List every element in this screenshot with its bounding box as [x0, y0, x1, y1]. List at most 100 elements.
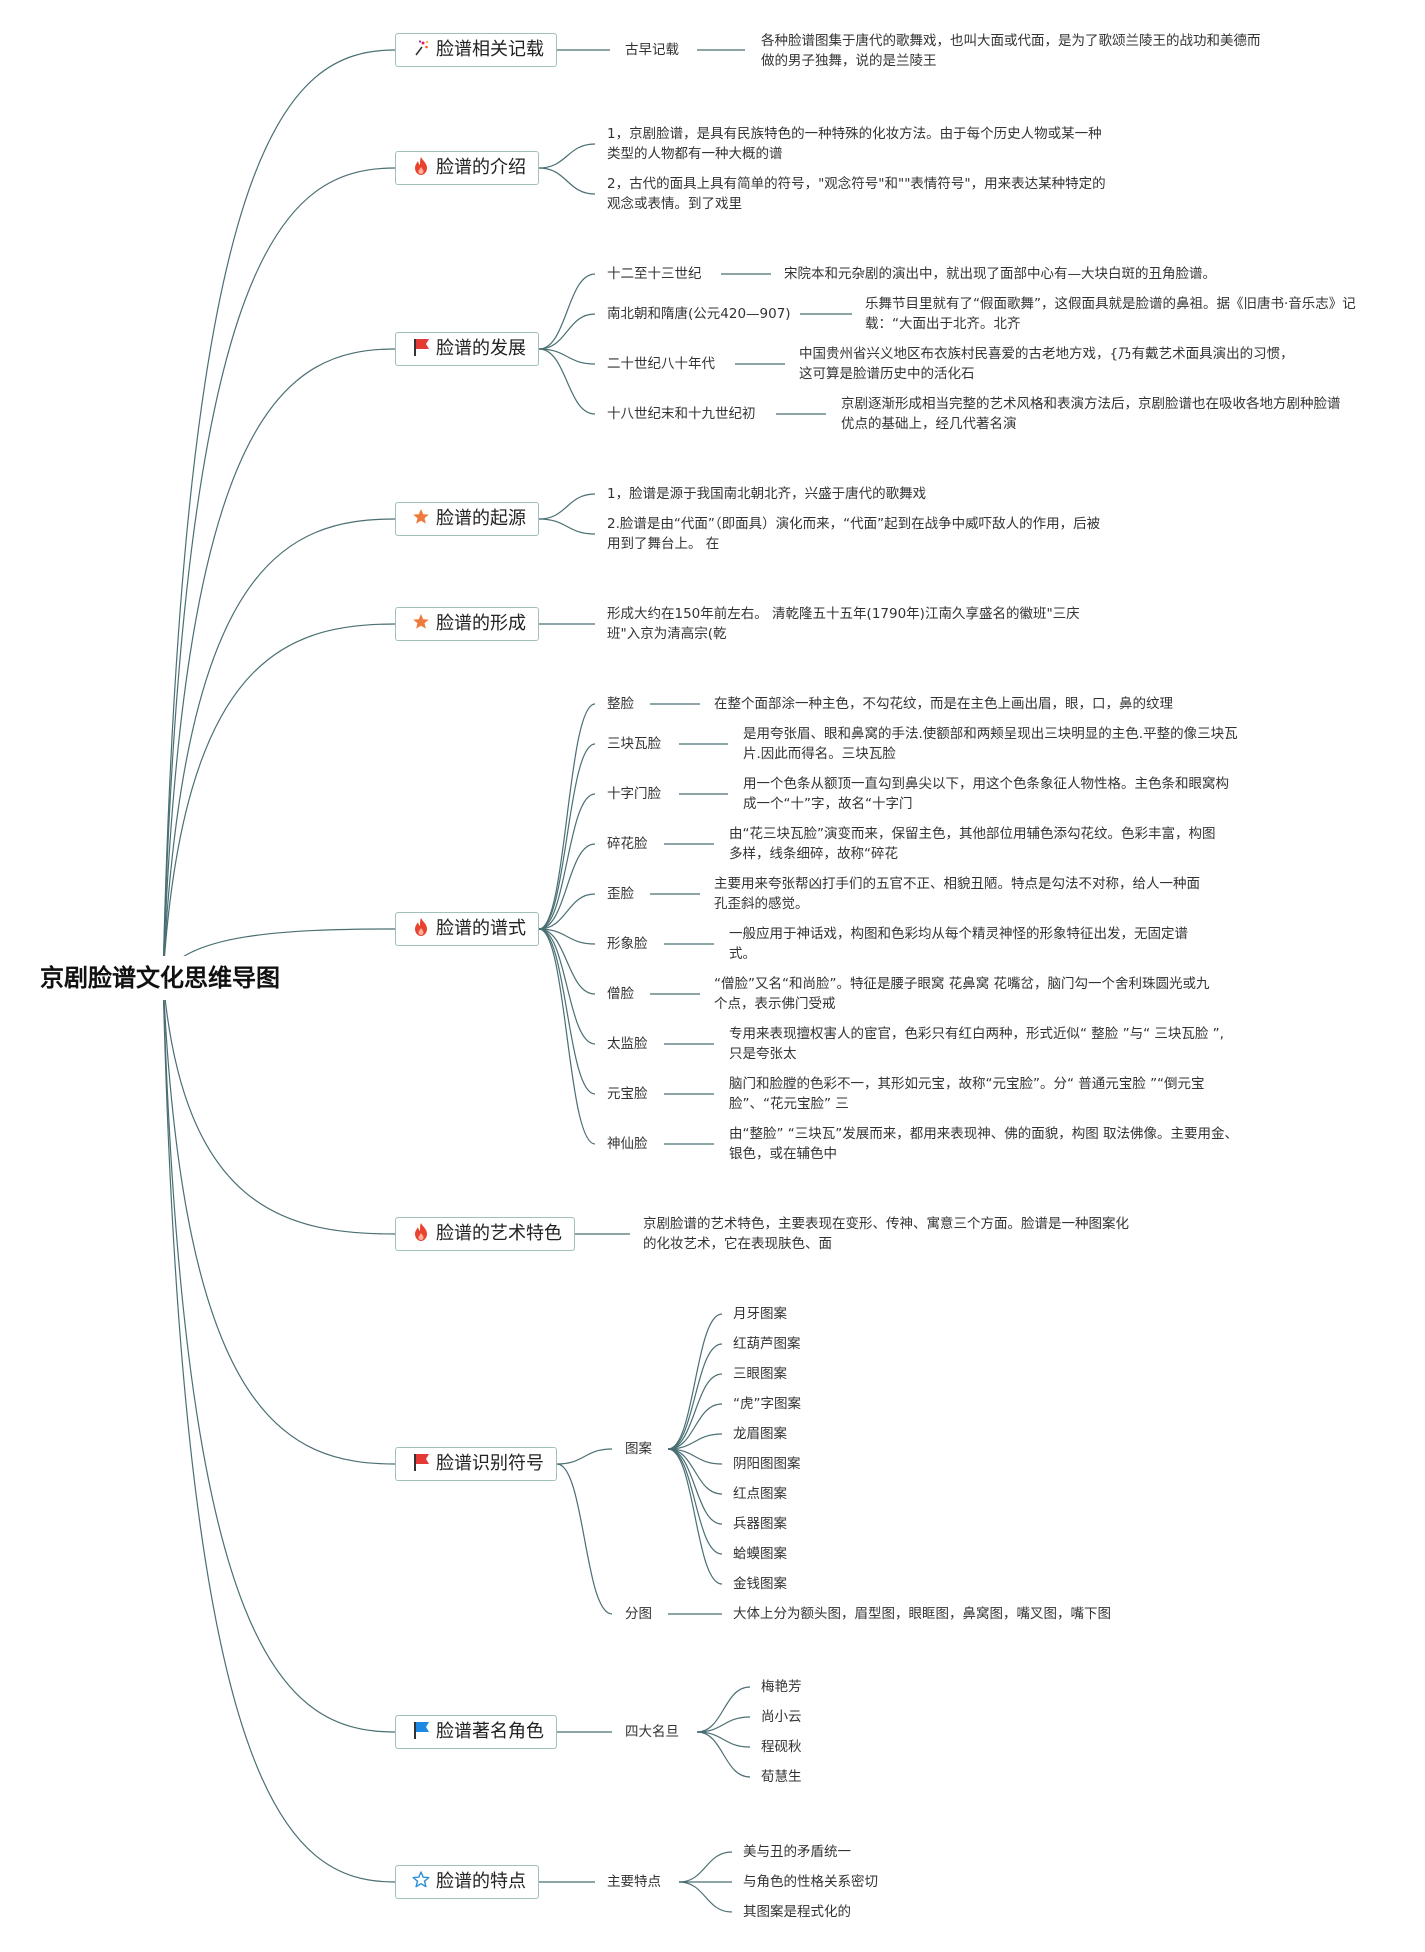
- pattern-item[interactable]: 红点图案: [733, 1486, 787, 1502]
- style-text-9[interactable]: 脑门和脸膛的色彩不一，其形如元宝，故称“元宝脸”。分“ 普通元宝脸 ”“倒元宝脸…: [729, 1076, 1205, 1112]
- pattern-connector: [667, 1448, 723, 1525]
- pattern-connector: [667, 1313, 723, 1450]
- feature-connector: [678, 1881, 733, 1913]
- root-connector: [162, 167, 396, 979]
- topic-label: 脸谱的谱式: [436, 918, 526, 939]
- role-item[interactable]: 荀慧生: [761, 1769, 802, 1785]
- symbols-connector: [556, 1448, 613, 1465]
- topic-formation[interactable]: 脸谱的形成: [395, 607, 539, 641]
- style-label-4[interactable]: 碎花脸: [607, 836, 648, 852]
- style-text-5[interactable]: 主要用来夸张帮凶打手们的五官不正、相貌丑陋。特点是勾法不对称，给人一种面孔歪斜的…: [714, 876, 1200, 912]
- root-connector: [162, 977, 396, 1465]
- style-text-7[interactable]: “僧脸”又名“和尚脸”。特征是腰子眼窝 花鼻窝 花嘴岔，脑门勾一个舍利珠圆光或九…: [714, 976, 1210, 1012]
- symbols-connector: [556, 1463, 613, 1615]
- development-label-2[interactable]: 南北朝和隋唐(公元420—907): [607, 306, 791, 322]
- origin-item-2[interactable]: 2.脸谱是由“代面”（即面具）演化而来，“代面”起到在战争中威吓敌人的作用，后被…: [607, 516, 1101, 552]
- styles-connector: [538, 843, 596, 930]
- development-label-1[interactable]: 十二至十三世纪: [607, 266, 702, 282]
- orange-star-icon: [412, 612, 430, 632]
- pattern-item[interactable]: 兵器图案: [733, 1516, 787, 1532]
- development-label-4[interactable]: 十八世纪末和十九世纪初: [607, 406, 756, 422]
- style-text-10[interactable]: 由“整脸” “三块瓦”发展而来，都用来表现神、佛的面貌，构图 取法佛像。主要用金…: [729, 1126, 1239, 1162]
- style-text-2[interactable]: 是用夸张眉、眼和鼻窝的手法.使额部和两颊呈现出三块明显的主色.平整的像三块瓦片.…: [743, 726, 1238, 762]
- roles-label[interactable]: 四大名旦: [625, 1724, 679, 1740]
- feature-item[interactable]: 与角色的性格关系密切: [743, 1874, 878, 1890]
- style-label-1[interactable]: 整脸: [607, 696, 634, 712]
- topic-features[interactable]: 脸谱的特点: [395, 1865, 539, 1899]
- role-item[interactable]: 尚小云: [761, 1709, 802, 1725]
- development-text-2[interactable]: 乐舞节目里就有了“假面歌舞”，这假面具就是脸谱的鼻祖。据《旧唐书·音乐志》记载：…: [865, 296, 1356, 332]
- topic-label: 脸谱的艺术特色: [436, 1223, 562, 1244]
- fire-icon: [412, 917, 430, 937]
- root-connector: [162, 49, 396, 979]
- style-label-8[interactable]: 太监脸: [607, 1036, 648, 1052]
- pattern-connector: [667, 1343, 723, 1450]
- role-item[interactable]: 程砚秋: [761, 1739, 802, 1755]
- style-label-3[interactable]: 十字门脸: [607, 786, 661, 802]
- style-text-6[interactable]: 一般应用于神话戏，构图和色彩均从每个精灵神怪的形象特征出发，无固定谱式。: [729, 926, 1188, 962]
- development-text-3[interactable]: 中国贵州省兴义地区布衣族村民喜爱的古老地方戏，{乃有戴艺术面具演出的习惯，这可算…: [799, 346, 1294, 382]
- fire-icon: [412, 156, 430, 176]
- pattern-label[interactable]: 图案: [625, 1441, 652, 1457]
- development-label-3[interactable]: 二十世纪八十年代: [607, 356, 715, 372]
- feature-item[interactable]: 美与丑的矛盾统一: [743, 1844, 851, 1860]
- styles-connector: [538, 893, 596, 930]
- development-text-4[interactable]: 京剧逐渐形成相当完整的艺术风格和表演方法后，京剧脸谱也在吸收各地方剧种脸谱优点的…: [841, 396, 1341, 432]
- topic-label: 脸谱的起源: [436, 508, 526, 529]
- formation-text[interactable]: 形成大约在150年前左右。 清乾隆五十五年(1790年)江南久享盛名的徽班"三庆…: [607, 606, 1080, 642]
- topic-intro[interactable]: 脸谱的介绍: [395, 151, 539, 185]
- style-label-5[interactable]: 歪脸: [607, 886, 634, 902]
- art-text[interactable]: 京剧脸谱的艺术特色，主要表现在变形、传神、寓意三个方面。脸谱是一种图案化的化妆艺…: [643, 1216, 1129, 1252]
- pattern-connector: [667, 1373, 723, 1450]
- topic-development[interactable]: 脸谱的发展: [395, 332, 539, 366]
- features-label[interactable]: 主要特点: [607, 1874, 661, 1890]
- styles-connector: [538, 928, 596, 1045]
- outline-star-icon: [412, 1870, 430, 1890]
- style-text-8[interactable]: 专用来表现擅权害人的宦官，色彩只有红白两种，形式近似“ 整脸 ”与“ 三块瓦脸 …: [729, 1026, 1224, 1062]
- part-text[interactable]: 大体上分为额头图，眉型图，眼眶图，鼻窝图，嘴叉图，嘴下图: [733, 1606, 1111, 1622]
- root-connector: [162, 623, 396, 979]
- style-label-7[interactable]: 僧脸: [607, 986, 634, 1002]
- pattern-item[interactable]: 蛤蟆图案: [733, 1546, 787, 1562]
- style-label-9[interactable]: 元宝脸: [607, 1086, 648, 1102]
- topic-styles[interactable]: 脸谱的谱式: [395, 912, 539, 946]
- style-text-3[interactable]: 用一个色条从额顶一直勾到鼻尖以下，用这个色条象征人物性格。主色条和眼窝构成一个“…: [743, 776, 1229, 812]
- root-title[interactable]: 京剧脸谱文化思维导图: [24, 956, 296, 1000]
- pattern-item[interactable]: 金钱图案: [733, 1576, 787, 1592]
- records-text[interactable]: 各种脸谱图集于唐代的歌舞戏，也叫大面或代面，是为了歌颂兰陵王的战功和美德而做的男…: [761, 33, 1261, 69]
- records-label[interactable]: 古早记载: [625, 42, 679, 58]
- topic-roles[interactable]: 脸谱著名角色: [395, 1715, 557, 1749]
- pattern-item[interactable]: 阴阳图图案: [733, 1456, 801, 1472]
- role-item[interactable]: 梅艳芳: [761, 1679, 802, 1695]
- style-label-10[interactable]: 神仙脸: [607, 1136, 648, 1152]
- development-text-1[interactable]: 宋院本和元杂剧的演出中，就出现了面部中心有—大块白斑的丑角脸谱。: [784, 266, 1216, 282]
- sparkle-icon: [412, 38, 430, 58]
- part-label[interactable]: 分图: [625, 1606, 652, 1622]
- pattern-connector: [667, 1433, 723, 1450]
- intro-item-2[interactable]: 2，古代的面具上具有简单的符号，"观念符号"和""表情符号"，用来表达某种特定的…: [607, 176, 1106, 212]
- styles-connector: [538, 928, 596, 995]
- origin-item-1[interactable]: 1，脸谱是源于我国南北朝北齐，兴盛于唐代的歌舞戏: [607, 486, 927, 502]
- pattern-connector: [667, 1448, 723, 1465]
- topic-records[interactable]: 脸谱相关记载: [395, 33, 557, 67]
- intro-item-1[interactable]: 1，京剧脸谱，是具有民族特色的一种特殊的化妆方法。由于每个历史人物或某一种类型的…: [607, 126, 1102, 162]
- topic-label: 脸谱相关记载: [436, 39, 544, 60]
- pattern-item[interactable]: 红葫芦图案: [733, 1336, 801, 1352]
- root-connector: [162, 977, 396, 1235]
- style-text-1[interactable]: 在整个面部涂一种主色，不勾花纹，而是在主色上画出眉，眼，口，鼻的纹理: [714, 696, 1173, 712]
- style-label-6[interactable]: 形象脸: [607, 936, 648, 952]
- topic-origin[interactable]: 脸谱的起源: [395, 502, 539, 536]
- pattern-item[interactable]: 三眼图案: [733, 1366, 787, 1382]
- pattern-item[interactable]: 龙眉图案: [733, 1426, 787, 1442]
- pattern-item[interactable]: “虎”字图案: [733, 1396, 801, 1412]
- topic-art[interactable]: 脸谱的艺术特色: [395, 1217, 575, 1251]
- topic-symbols[interactable]: 脸谱识别符号: [395, 1447, 557, 1481]
- topic-label: 脸谱的特点: [436, 1871, 526, 1892]
- red-flag-icon: [412, 1452, 430, 1472]
- style-label-2[interactable]: 三块瓦脸: [607, 736, 661, 752]
- pattern-item[interactable]: 月牙图案: [733, 1306, 787, 1322]
- feature-item[interactable]: 其图案是程式化的: [743, 1904, 851, 1920]
- red-flag-icon: [412, 337, 430, 357]
- style-text-4[interactable]: 由“花三块瓦脸”演变而来，保留主色，其他部位用辅色添勾花纹。色彩丰富，构图多样，…: [729, 826, 1216, 862]
- blue-flag-icon: [412, 1720, 430, 1740]
